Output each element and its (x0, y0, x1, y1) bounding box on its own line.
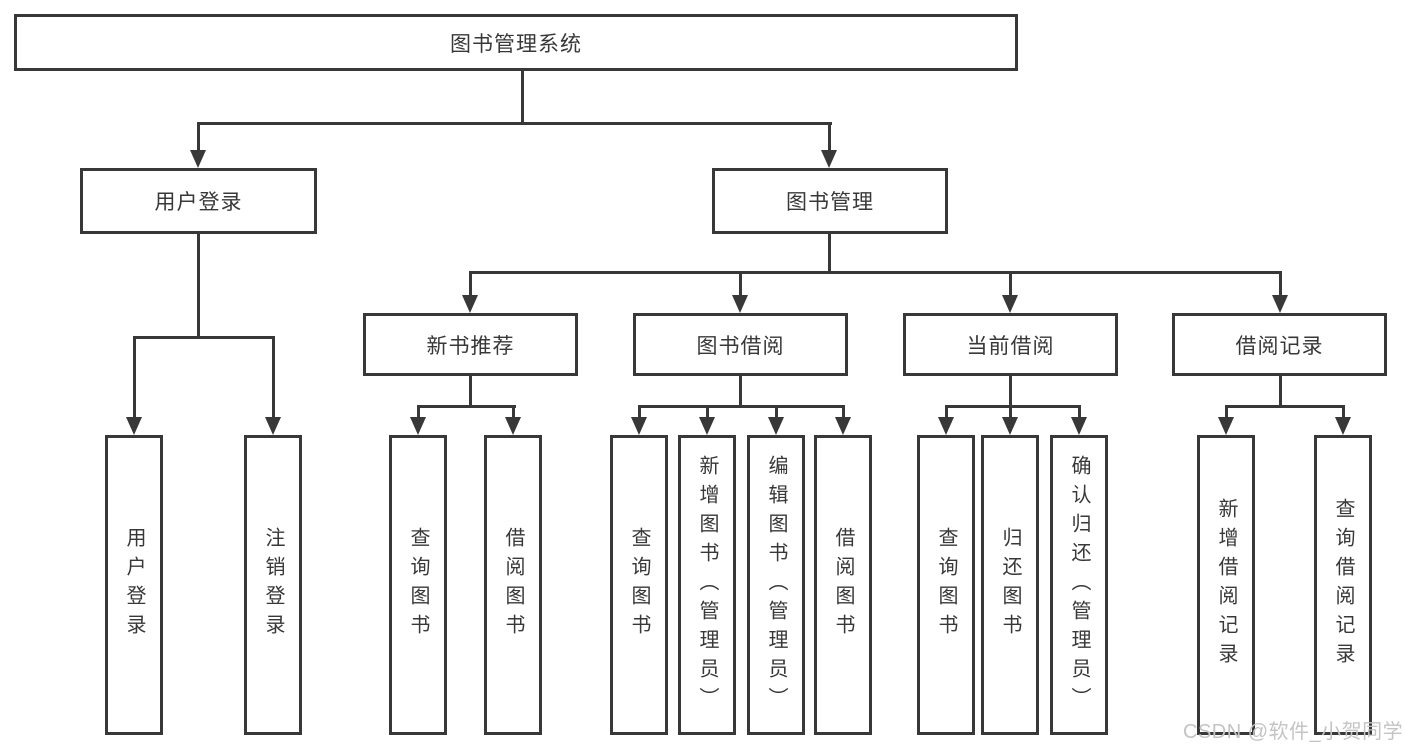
leaf-edit-book-admin: 编辑图书（管理员） (747, 435, 805, 735)
leaf-label: 借阅图书 (832, 527, 854, 643)
node-book-borrow: 图书借阅 (633, 313, 848, 376)
connector-line (1009, 405, 1012, 417)
arrowhead-icon (768, 417, 784, 435)
leaf-query-borrow-record: 查询借阅记录 (1314, 435, 1372, 735)
node-book-management: 图书管理 (712, 168, 948, 234)
connector-line (1009, 271, 1012, 295)
arrowhead-icon (190, 150, 206, 168)
arrowhead-icon (126, 417, 142, 435)
node-user-login: 用户登录 (80, 168, 317, 234)
leaf-label: 查询图书 (407, 527, 429, 643)
arrowhead-icon (1218, 417, 1234, 435)
connector-line (133, 336, 275, 339)
leaf-label: 新增图书（管理员） (696, 454, 718, 716)
node-current-borrow: 当前借阅 (903, 313, 1118, 376)
node-label: 新书推荐 (426, 334, 515, 358)
connector-line (739, 271, 742, 295)
node-label: 借阅记录 (1235, 334, 1324, 358)
arrowhead-icon (835, 417, 851, 435)
connector-line (198, 122, 832, 125)
node-label: 图书借阅 (696, 334, 785, 358)
connector-line (945, 405, 948, 417)
connector-line (1342, 405, 1345, 417)
arrowhead-icon (1272, 295, 1288, 313)
leaf-label: 归还图书 (999, 527, 1021, 643)
leaf-label: 编辑图书（管理员） (765, 454, 787, 716)
arrowhead-icon (462, 295, 478, 313)
leaf-query-book-2: 查询图书 (610, 435, 668, 735)
connector-line (638, 405, 641, 417)
connector-line (638, 405, 845, 408)
connector-line (133, 336, 136, 417)
connector-line (1225, 405, 1343, 408)
node-new-book-recommend: 新书推荐 (363, 313, 578, 376)
connector-line (775, 405, 778, 417)
connector-line (706, 405, 709, 417)
connector-line (521, 71, 524, 122)
connector-line (739, 376, 742, 405)
arrowhead-icon (631, 417, 647, 435)
connector-line (1078, 405, 1081, 417)
csdn-watermark: CSDN @软件_小贺同学 (1183, 721, 1404, 743)
connector-line (417, 405, 420, 417)
leaf-query-book-1: 查询图书 (389, 435, 447, 735)
leaf-label: 查询借阅记录 (1332, 498, 1354, 672)
arrowhead-icon (732, 295, 748, 313)
leaf-label: 查询图书 (628, 527, 650, 643)
leaf-label: 借阅图书 (502, 527, 524, 643)
connector-line (1225, 405, 1228, 417)
connector-line (828, 234, 831, 271)
leaf-add-borrow-record: 新增借阅记录 (1197, 435, 1255, 735)
connector-line (197, 234, 200, 336)
leaf-logout: 注销登录 (244, 435, 302, 735)
leaf-confirm-return-admin: 确认归还（管理员） (1050, 435, 1108, 735)
leaf-borrow-book-2: 借阅图书 (814, 435, 872, 735)
leaf-user-login: 用户登录 (105, 435, 163, 735)
leaf-label: 新增借阅记录 (1215, 498, 1237, 672)
arrowhead-icon (1002, 295, 1018, 313)
connector-line (417, 405, 516, 408)
arrowhead-icon (1071, 417, 1087, 435)
connector-line (945, 405, 1081, 408)
node-label: 图书管理 (786, 191, 874, 214)
connector-line (469, 376, 472, 405)
connector-line (512, 405, 515, 417)
leaf-query-book-3: 查询图书 (917, 435, 975, 735)
leaf-label: 确认归还（管理员） (1068, 454, 1090, 716)
leaf-add-book-admin: 新增图书（管理员） (678, 435, 736, 735)
node-label: 当前借阅 (966, 334, 1055, 358)
leaf-borrow-book-1: 借阅图书 (484, 435, 542, 735)
connector-line (842, 405, 845, 417)
connector-line (828, 122, 831, 152)
node-root-label: 图书管理系统 (450, 32, 582, 56)
arrowhead-icon (410, 417, 426, 435)
arrowhead-icon (699, 417, 715, 435)
node-root: 图书管理系统 (14, 14, 1018, 71)
connector-line (197, 122, 200, 152)
connector-line (1009, 376, 1012, 405)
connector-line (1279, 271, 1282, 295)
arrowhead-icon (1335, 417, 1351, 435)
connector-line (1279, 376, 1282, 405)
leaf-label: 注销登录 (262, 527, 284, 643)
leaf-label: 查询图书 (935, 527, 957, 643)
arrowhead-icon (505, 417, 521, 435)
arrowhead-icon (1002, 417, 1018, 435)
leaf-label: 用户登录 (123, 527, 145, 643)
arrowhead-icon (821, 150, 837, 168)
arrowhead-icon (938, 417, 954, 435)
connector-line (469, 271, 472, 295)
connector-line (469, 271, 1282, 274)
node-borrow-record: 借阅记录 (1172, 313, 1387, 376)
arrowhead-icon (265, 417, 281, 435)
connector-line (272, 336, 275, 417)
leaf-return-book: 归还图书 (981, 435, 1039, 735)
node-label: 用户登录 (154, 191, 243, 214)
